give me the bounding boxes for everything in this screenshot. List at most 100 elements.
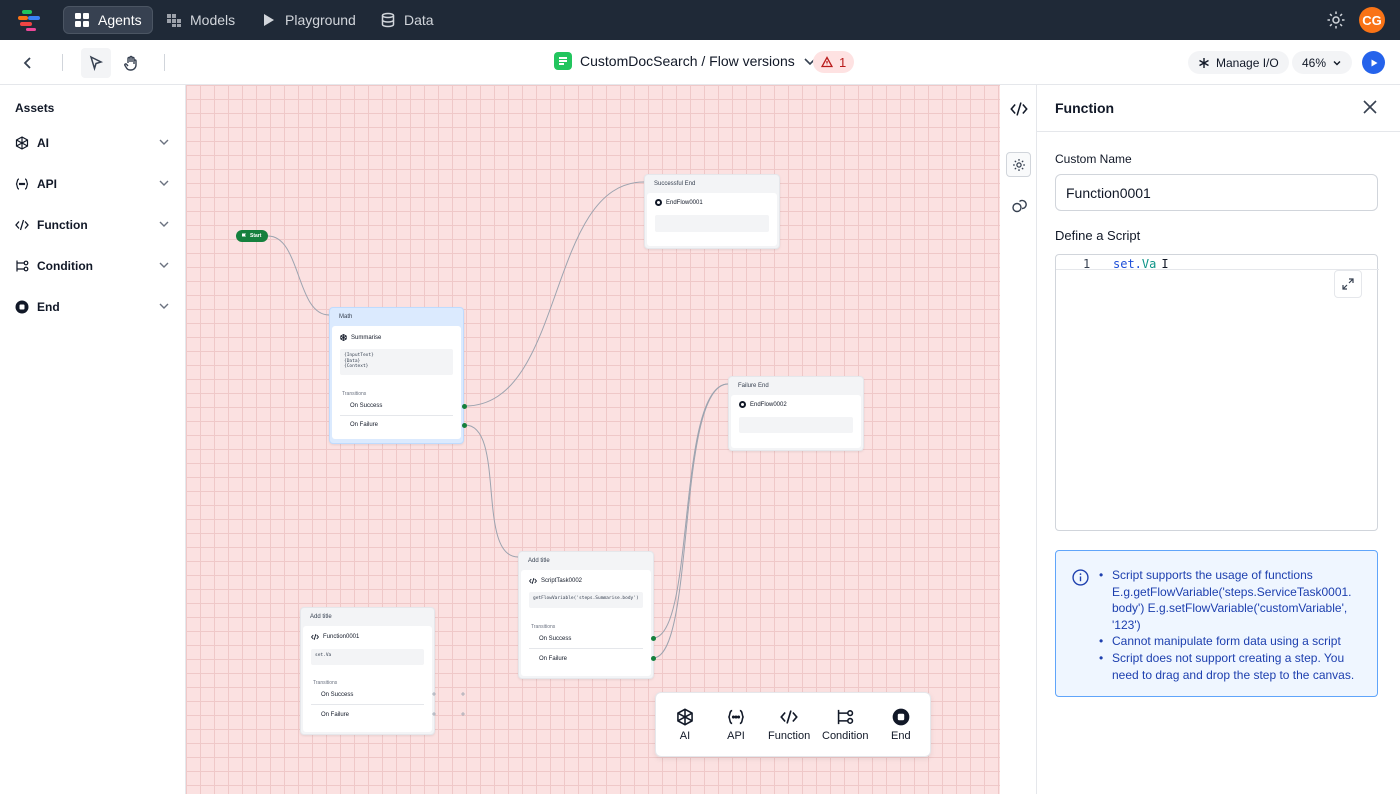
on-success-transition[interactable]: On Success bbox=[311, 688, 424, 705]
success-handle[interactable] bbox=[462, 404, 467, 409]
chevron-down-icon[interactable] bbox=[158, 259, 170, 271]
function-properties-panel: Function Custom Name Define a Script 1 s… bbox=[1037, 85, 1400, 794]
expand-editor-button[interactable] bbox=[1334, 270, 1362, 298]
error-count-badge[interactable]: 1 bbox=[813, 51, 855, 73]
nav-tab-models[interactable]: Models bbox=[156, 6, 245, 34]
assets-title: Assets bbox=[15, 101, 55, 115]
connector-script-failure bbox=[652, 383, 729, 659]
chevron-down-icon[interactable] bbox=[158, 218, 170, 230]
manage-io-button[interactable]: Manage I/O bbox=[1188, 51, 1289, 74]
node-title: Add title bbox=[528, 558, 550, 564]
failure-handle[interactable] bbox=[462, 423, 467, 428]
node-placeholder bbox=[655, 215, 769, 232]
settings-tab-button[interactable] bbox=[1006, 152, 1031, 177]
connector-math-success bbox=[464, 181, 645, 407]
chevron-down-icon[interactable] bbox=[158, 136, 170, 148]
flag-icon bbox=[242, 233, 246, 239]
sidebar-item-ai[interactable]: AI bbox=[15, 133, 170, 153]
info-item: Script does not support creating a step.… bbox=[1099, 650, 1371, 683]
node-step-name: Summarise bbox=[351, 334, 382, 341]
asterisk-icon bbox=[1199, 57, 1209, 68]
node-step-name: ScriptTask0002 bbox=[541, 578, 583, 584]
add-connection-markers[interactable] bbox=[430, 689, 470, 719]
nav-tab-playground[interactable]: Playground bbox=[251, 6, 366, 34]
play-icon bbox=[1371, 59, 1377, 66]
close-icon[interactable] bbox=[1362, 99, 1378, 115]
panel-icon-strip bbox=[1000, 85, 1037, 794]
link-tab-button[interactable] bbox=[1006, 193, 1031, 218]
failure-end-node[interactable]: Failure End EndFlow0002 bbox=[728, 376, 864, 451]
sidebar-item-label: Condition bbox=[37, 259, 93, 273]
ai-icon bbox=[340, 334, 347, 341]
palette-item-function[interactable]: Function bbox=[768, 708, 810, 742]
math-node[interactable]: Math Summarise {InputText} {Data} {Conte… bbox=[329, 307, 464, 444]
palette-item-label: API bbox=[727, 730, 745, 742]
sidebar-item-label: Function bbox=[37, 218, 88, 232]
node-placeholder bbox=[739, 417, 853, 433]
chevron-down-icon[interactable] bbox=[158, 300, 170, 312]
stop-icon bbox=[655, 199, 662, 206]
toolbar-divider bbox=[164, 54, 165, 71]
palette-item-label: End bbox=[891, 730, 911, 742]
sidebar-item-api[interactable]: API bbox=[15, 174, 170, 194]
node-code-preview: set.Va bbox=[311, 649, 424, 665]
api-icon bbox=[15, 178, 29, 190]
function-node[interactable]: Add title Function0001 set.Va Transition… bbox=[300, 607, 435, 735]
back-button[interactable] bbox=[18, 53, 38, 73]
palette-item-api[interactable]: API bbox=[727, 708, 745, 742]
text-cursor: I bbox=[1161, 257, 1169, 271]
success-handle[interactable] bbox=[651, 636, 656, 641]
error-count: 1 bbox=[839, 54, 847, 70]
start-label: Start bbox=[250, 233, 262, 239]
warning-triangle-icon bbox=[821, 56, 833, 68]
start-node[interactable]: Start bbox=[236, 230, 268, 242]
flow-app-icon bbox=[554, 52, 572, 70]
run-flow-button[interactable] bbox=[1362, 51, 1385, 74]
sidebar-item-function[interactable]: Function bbox=[15, 215, 170, 235]
nav-tab-data[interactable]: Data bbox=[370, 6, 444, 34]
zoom-level: 46% bbox=[1302, 55, 1327, 70]
on-success-transition[interactable]: On Success bbox=[529, 632, 643, 649]
code-icon bbox=[311, 634, 319, 640]
define-script-label: Define a Script bbox=[1055, 228, 1141, 243]
stop-icon bbox=[892, 708, 910, 726]
palette-item-ai[interactable]: AI bbox=[676, 708, 694, 742]
on-success-transition[interactable]: On Success bbox=[340, 399, 453, 416]
ai-icon bbox=[15, 136, 29, 150]
script-task-node[interactable]: Add title ScriptTask0002 getFlowVariable… bbox=[518, 551, 654, 679]
link-circles-icon bbox=[1011, 199, 1027, 212]
settings-gear-icon[interactable] bbox=[1326, 10, 1346, 30]
on-failure-transition[interactable]: On Failure bbox=[539, 656, 568, 662]
pointer-icon bbox=[89, 55, 104, 71]
on-failure-transition[interactable]: On Failure bbox=[350, 422, 379, 428]
successful-end-node[interactable]: Successful End EndFlow0001 bbox=[644, 174, 780, 249]
custom-name-input[interactable] bbox=[1055, 174, 1378, 211]
node-title: Successful End bbox=[654, 181, 696, 187]
code-icon bbox=[780, 710, 798, 724]
toolbar-divider bbox=[62, 54, 63, 71]
code-icon bbox=[1009, 101, 1028, 116]
select-tool-button[interactable] bbox=[81, 48, 111, 78]
editor-toolbar: CustomDocSearch / Flow versions 1 Manage… bbox=[0, 40, 1400, 85]
failure-handle[interactable] bbox=[651, 656, 656, 661]
sidebar-item-end[interactable]: End bbox=[15, 297, 170, 317]
zoom-dropdown[interactable]: 46% bbox=[1292, 51, 1352, 74]
connector-script-success bbox=[652, 383, 729, 639]
nav-tab-agents[interactable]: Agents bbox=[63, 6, 153, 34]
node-step-row: ScriptTask0002 bbox=[529, 577, 582, 585]
user-avatar[interactable]: CG bbox=[1359, 7, 1385, 33]
sidebar-item-condition[interactable]: Condition bbox=[15, 256, 170, 276]
nav-tab-label: Data bbox=[404, 12, 434, 28]
palette-item-condition[interactable]: Condition bbox=[822, 708, 868, 742]
pan-tool-button[interactable] bbox=[116, 48, 146, 78]
flow-canvas[interactable]: Start Successful End EndFlow0001 Failure… bbox=[186, 85, 1000, 794]
chevron-down-icon[interactable] bbox=[158, 177, 170, 189]
palette-item-end[interactable]: End bbox=[891, 708, 911, 742]
code-object: set. bbox=[1113, 257, 1142, 271]
on-failure-transition[interactable]: On Failure bbox=[321, 712, 350, 718]
code-view-button[interactable] bbox=[1006, 96, 1031, 121]
flow-title-dropdown[interactable]: CustomDocSearch / Flow versions bbox=[554, 52, 817, 70]
app-logo[interactable] bbox=[16, 8, 42, 32]
